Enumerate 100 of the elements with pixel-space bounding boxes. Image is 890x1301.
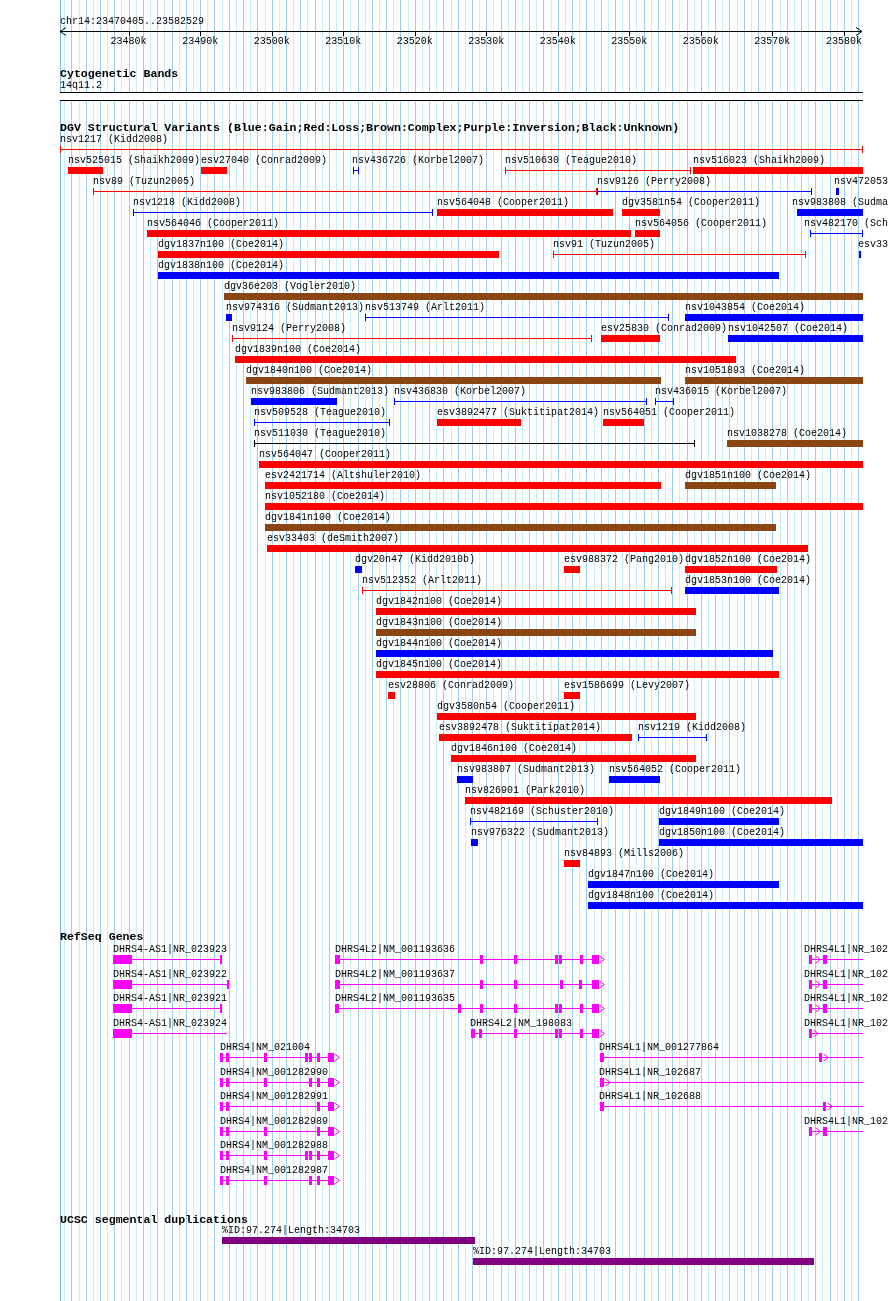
variant-label: dgv3580n54 (Cooper2011) <box>437 701 576 712</box>
gene-label: DHRS4L1|NR_102687 <box>599 1066 702 1078</box>
variant-label: nsv9126 (Perry2008) <box>597 176 712 187</box>
axis-tick-label: 23560k <box>682 35 719 47</box>
variant-label: dgv1853n100 (Coe2014) <box>685 575 812 586</box>
variant-label: esv28806 (Conrad2009) <box>388 680 515 691</box>
gene-label: DHRS4|NM_001282989 <box>220 1115 329 1127</box>
variant-label: dgv1847n100 (Coe2014) <box>588 869 715 880</box>
variant-label: nsv1217 (Kidd2008) <box>60 134 169 145</box>
gene-label: DHRS4L1|NR_102 <box>804 968 888 980</box>
track-title: Cytogenetic Bands <box>60 66 179 80</box>
variant-label: dgv1839n100 (Coe2014) <box>235 344 362 355</box>
gene-label: DHRS4|NM_001282990 <box>220 1066 329 1078</box>
gene-label: DHRS4L2|NM_001193637 <box>335 968 456 980</box>
variant-label: nsv1042507 (Coe2014) <box>728 323 849 334</box>
track-title: DGV Structural Variants (Blue:Gain;Red:Loss;Brown:Complex;Purple:Inversion;Black:Unknown) <box>60 120 680 134</box>
variant-label: nsv1051893 (Coe2014) <box>685 365 806 376</box>
variant-label: nsv512352 (Arlt2011) <box>362 575 483 586</box>
position-label: chr14:23470405..23582529 <box>60 15 205 27</box>
gene-label: DHRS4L1|NR_102 <box>804 944 888 955</box>
variant-label: dgv1852n100 (Coe2014) <box>685 554 812 565</box>
axis-tick-label: 23570k <box>754 35 791 47</box>
gene-label: DHRS4L1|NM_001277864 <box>599 1042 720 1053</box>
variant-label: esv1586699 (Levy2007) <box>564 680 691 691</box>
variant-label: dgv1846n100 (Coe2014) <box>451 743 578 754</box>
gene-label: DHRS4L1|NR_102 <box>804 993 888 1004</box>
variant-label: nsv436726 (Korbel2007) <box>352 155 485 166</box>
variant-label: dgv1842n100 (Coe2014) <box>376 596 503 607</box>
gene-label: DHRS4L1|NR_102 <box>804 1115 888 1127</box>
variant-label: nsv472053 <box>834 176 888 187</box>
track-title: UCSC segmental duplications <box>60 1212 248 1226</box>
variant-label: dgv1851n100 (Coe2014) <box>685 470 812 481</box>
variant-label: nsv983808 (Sudma <box>792 197 888 208</box>
gene-label: DHRS4-AS1|NR_023922 <box>113 968 228 980</box>
axis-tick-label: 23480k <box>110 35 147 47</box>
gene-label: DHRS4-AS1|NR_023924 <box>113 1017 228 1029</box>
gene-label: DHRS4L2|NM_001193635 <box>335 993 456 1004</box>
variant-label: nsv1219 (Kidd2008) <box>638 722 747 733</box>
variant-label: dgv1845n100 (Coe2014) <box>376 659 503 670</box>
gene-label: DHRS4-AS1|NR_023923 <box>113 944 228 955</box>
variant-label: esv3892478 (Suktitipat2014) <box>439 722 602 733</box>
variant-label: nsv436015 (Korbel2007) <box>655 386 788 397</box>
variant-label: nsv983806 (Sudmant2013) <box>251 386 390 397</box>
variant-label: nsv513749 (Arlt2011) <box>365 302 486 313</box>
variant-label: esv2421714 (Altshuler2010) <box>265 470 422 481</box>
variant-label: nsv89 (Tuzun2005) <box>93 176 196 187</box>
axis-tick-label: 23520k <box>396 35 433 47</box>
gene-label: DHRS4L1|NR_102688 <box>599 1091 702 1102</box>
variant-label: dgv36e203 (Vogler2010) <box>224 281 357 292</box>
variant-label: nsv510630 (Teague2010) <box>505 155 638 166</box>
duplication-label: %ID:97.274|Length:34703 <box>222 1225 361 1236</box>
variant-label: nsv436830 (Korbel2007) <box>394 386 527 397</box>
variant-label: nsv511030 (Teague2010) <box>254 428 387 439</box>
variant-label: nsv1043854 (Coe2014) <box>685 302 806 313</box>
variant-label: dgv1844n100 (Coe2014) <box>376 638 503 649</box>
gene-label: DHRS4-AS1|NR_023921 <box>113 993 228 1004</box>
variant-label: dgv1843n100 (Coe2014) <box>376 617 503 628</box>
variant-label: nsv564048 (Cooper2011) <box>437 197 570 208</box>
gene-label: DHRS4L2|NM_198083 <box>470 1017 573 1029</box>
variant-label: dgv1850n100 (Coe2014) <box>659 827 786 838</box>
variant-label: dgv1837n100 (Coe2014) <box>158 239 285 250</box>
variant-label: dgv1841n100 (Coe2014) <box>265 512 392 523</box>
gene-label: DHRS4L2|NM_001193636 <box>335 944 456 955</box>
variant-label: nsv983807 (Sudmant2013) <box>457 764 596 775</box>
variant-label: nsv509528 (Teague2010) <box>254 407 387 418</box>
variant-label: esv3892477 (Suktitipat2014) <box>437 407 600 418</box>
axis-tick-label: 23550k <box>611 35 648 47</box>
variant-label: nsv516023 (Shaikh2009) <box>693 155 826 166</box>
gene-label: DHRS4|NM_021004 <box>220 1042 310 1053</box>
variant-label: dgv1849n100 (Coe2014) <box>659 806 786 817</box>
variant-label: nsv482169 (Schuster2010) <box>470 806 615 817</box>
gene-label: DHRS4|NM_001282988 <box>220 1140 329 1151</box>
axis-tick-label: 23490k <box>182 35 219 47</box>
axis-tick-label: 23510k <box>325 35 362 47</box>
variant-label: esv27040 (Conrad2009) <box>201 155 328 166</box>
gene-label: DHRS4L1|NR_102 <box>804 1017 888 1029</box>
axis-tick-label: 23580k <box>825 35 862 47</box>
variant-label: nsv84893 (Mills2006) <box>564 848 685 859</box>
variant-label: nsv1038278 (Coe2014) <box>727 428 848 439</box>
axis-tick-label: 23530k <box>468 35 505 47</box>
variant-label: dgv3581n54 (Cooper2011) <box>622 197 761 208</box>
variant-label: nsv564052 (Cooper2011) <box>609 764 742 775</box>
track-title: RefSeq Genes <box>60 929 144 943</box>
variant-label: esv25830 (Conrad2009) <box>601 323 728 334</box>
variant-label: nsv1052180 (Coe2014) <box>265 491 386 502</box>
variant-label: esv33 <box>858 239 888 250</box>
axis-tick-label: 23540k <box>539 35 576 47</box>
variant-label: esv33403 (deSmith2007) <box>267 533 400 544</box>
variant-label: nsv482170 (Sch <box>804 218 888 229</box>
axis-tick-label: 23500k <box>253 35 290 47</box>
variant-label: nsv9124 (Perry2008) <box>232 323 347 334</box>
variant-label: nsv91 (Tuzun2005) <box>553 239 656 250</box>
variant-label: nsv564047 (Cooper2011) <box>259 449 392 460</box>
variant-label: dgv1840n100 (Coe2014) <box>246 365 373 376</box>
variant-label: nsv564051 (Cooper2011) <box>603 407 736 418</box>
cytoband-label: 14q11.2 <box>60 80 102 91</box>
variant-label: nsv974316 (Sudmant2013) <box>226 302 365 313</box>
gene-label: DHRS4|NM_001282991 <box>220 1091 329 1102</box>
variant-label: nsv525015 (Shaikh2009) <box>68 155 201 166</box>
variant-label: dgv1838n100 (Coe2014) <box>158 260 285 271</box>
